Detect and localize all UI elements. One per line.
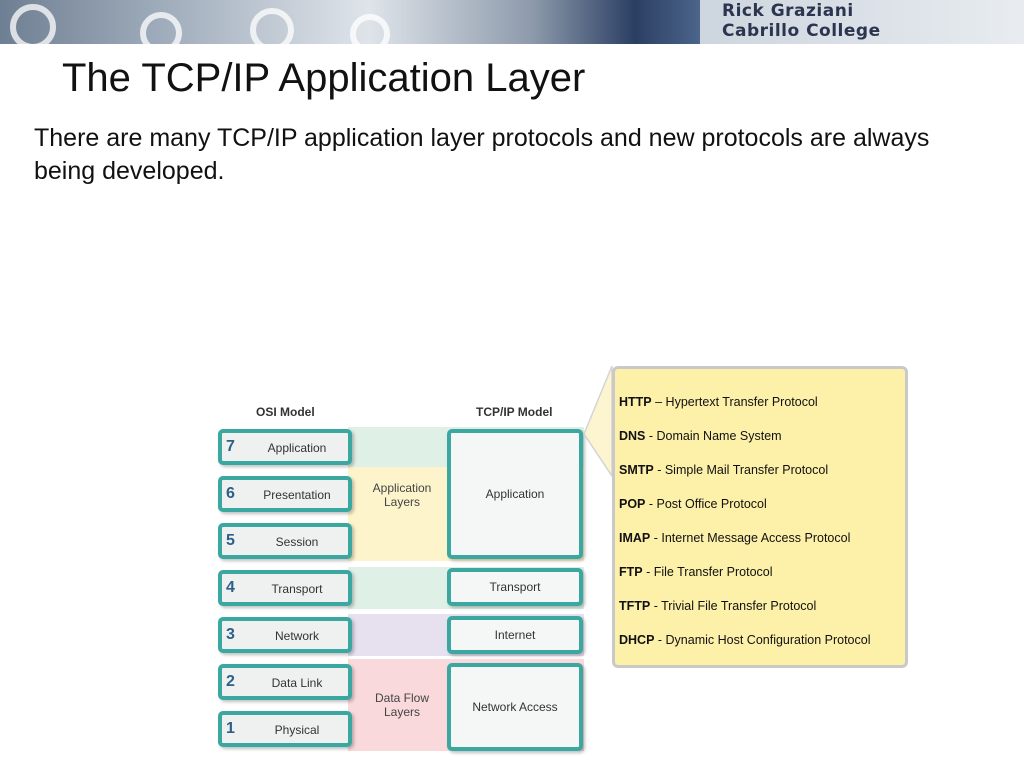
layer-number: 7: [226, 438, 235, 455]
banner-cable-graphic: [250, 8, 294, 44]
protocol-abbr: POP: [619, 497, 646, 511]
protocol-item: IMAP - Internet Message Access Protocol: [619, 531, 850, 545]
protocol-abbr: DNS: [619, 429, 646, 443]
intro-text: There are many TCP/IP application layer …: [34, 124, 930, 185]
protocol-name: Trivial File Transfer Protocol: [661, 599, 817, 613]
layer-name: Application: [267, 441, 327, 455]
osi-layer-7: 7 Application: [218, 429, 352, 465]
layer-name: Physical: [274, 723, 320, 737]
protocol-name: Post Office Protocol: [656, 497, 767, 511]
tcpip-layer-internet: Internet: [447, 616, 583, 654]
protocol-item: SMTP - Simple Mail Transfer Protocol: [619, 463, 828, 477]
layer-number: 6: [226, 485, 235, 502]
banner-cable-graphic: [140, 12, 182, 44]
protocol-separator: -: [642, 565, 654, 579]
protocol-name: File Transfer Protocol: [653, 565, 773, 579]
protocol-list-box: HTTP – Hypertext Transfer Protocol DNS -…: [612, 366, 908, 668]
slide-title: The TCP/IP Application Layer: [62, 56, 586, 100]
layer-name: Presentation: [263, 488, 331, 502]
protocol-abbr: IMAP: [619, 531, 651, 545]
osi-tcpip-diagram: OSI Model TCP/IP Model Application Layer…: [210, 395, 600, 760]
protocol-separator: -: [654, 633, 666, 647]
layer-number: 5: [226, 532, 235, 549]
protocol-separator: –: [651, 395, 666, 409]
protocol-separator: -: [650, 531, 662, 545]
protocol-name: Dynamic Host Configuration Protocol: [665, 633, 871, 647]
protocol-name: Simple Mail Transfer Protocol: [664, 463, 829, 477]
data-flow-layers-label: Data Flow Layers: [374, 691, 430, 719]
layer-number: 4: [226, 579, 235, 596]
layer-name: Data Link: [271, 676, 323, 690]
layer-number: 3: [226, 626, 235, 643]
protocol-name: Internet Message Access Protocol: [661, 531, 851, 545]
protocol-separator: -: [650, 599, 662, 613]
tcpip-layer-transport: Transport: [447, 568, 583, 606]
banner-cable-graphic: [350, 14, 390, 44]
protocol-item: FTP - File Transfer Protocol: [619, 565, 773, 579]
osi-layer-2: 2 Data Link: [218, 664, 352, 700]
tcpip-layer-application: Application: [447, 429, 583, 559]
protocol-name: Hypertext Transfer Protocol: [665, 395, 818, 409]
author-college: Cabrillo College: [722, 21, 881, 41]
protocol-abbr: DHCP: [619, 633, 655, 647]
layer-name: Session: [275, 535, 319, 549]
protocol-abbr: TFTP: [619, 599, 651, 613]
osi-layer-5: 5 Session: [218, 523, 352, 559]
tcpip-model-heading: TCP/IP Model: [476, 405, 553, 419]
protocol-item: TFTP - Trivial File Transfer Protocol: [619, 599, 816, 613]
protocol-item: POP - Post Office Protocol: [619, 497, 767, 511]
protocol-abbr: HTTP: [619, 395, 652, 409]
osi-layer-1: 1 Physical: [218, 711, 352, 747]
layer-name: Network: [274, 629, 319, 643]
layer-number: 1: [226, 720, 235, 737]
author-name: Rick Graziani: [722, 1, 854, 21]
protocol-item: HTTP – Hypertext Transfer Protocol: [619, 395, 818, 409]
protocol-abbr: SMTP: [619, 463, 654, 477]
banner-author: Rick Graziani Cabrillo College: [722, 1, 881, 41]
header-banner: Rick Graziani Cabrillo College: [0, 0, 1024, 44]
protocol-item: DHCP - Dynamic Host Configuration Protoc…: [619, 633, 870, 647]
protocol-separator: -: [645, 429, 657, 443]
banner-author-band: [700, 0, 1024, 44]
protocol-separator: -: [653, 463, 665, 477]
protocol-item: DNS - Domain Name System: [619, 429, 782, 443]
protocol-separator: -: [645, 497, 657, 511]
layer-name: Transport: [271, 582, 323, 596]
banner-cable-graphic: [10, 4, 56, 44]
application-layers-label: Application Layers: [372, 481, 432, 509]
osi-layer-6: 6 Presentation: [218, 476, 352, 512]
osi-model-heading: OSI Model: [256, 405, 315, 419]
layer-number: 2: [226, 673, 235, 690]
tcpip-layer-network-access: Network Access: [447, 663, 583, 751]
protocol-name: Domain Name System: [656, 429, 782, 443]
osi-layer-3: 3 Network: [218, 617, 352, 653]
protocol-abbr: FTP: [619, 565, 643, 579]
osi-layer-4: 4 Transport: [218, 570, 352, 606]
